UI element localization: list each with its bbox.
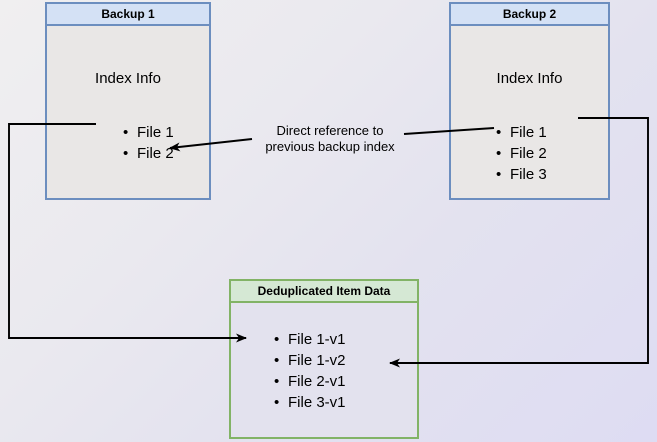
backup-2-index-info-label: Index Info — [496, 70, 563, 87]
backup-2-body: Index Info File 1 File 2 File 3 — [451, 26, 608, 198]
backup-1-file-list: File 1 File 2 — [123, 122, 174, 164]
direct-reference-label-line-1: Direct reference to — [276, 123, 384, 138]
list-item: File 2-v1 — [274, 371, 346, 392]
list-item: File 1-v1 — [274, 329, 346, 350]
list-item: File 2 — [496, 143, 547, 164]
list-item: File 3 — [496, 164, 547, 185]
deduplicated-item-data-body: File 1-v1 File 1-v2 File 2-v1 File 3-v1 — [231, 303, 417, 437]
backup-1-index-info-label: Index Info — [95, 70, 161, 87]
backup-1-header: Backup 1 — [47, 4, 209, 26]
list-item: File 1 — [123, 122, 174, 143]
deduplicated-item-data-header: Deduplicated Item Data — [231, 281, 417, 303]
backup-2-header: Backup 2 — [451, 4, 608, 26]
list-item: File 1 — [496, 122, 547, 143]
backup-1-box: Backup 1 Index Info File 1 File 2 — [45, 2, 211, 200]
direct-reference-label-line-2: previous backup index — [265, 139, 395, 154]
backup-2-box: Backup 2 Index Info File 1 File 2 File 3 — [449, 2, 610, 200]
backup-2-file-list: File 1 File 2 File 3 — [496, 122, 547, 185]
list-item: File 1-v2 — [274, 350, 346, 371]
list-item: File 3-v1 — [274, 392, 346, 413]
deduplicated-item-data-box: Deduplicated Item Data File 1-v1 File 1-… — [229, 279, 419, 439]
direct-reference-label: Direct reference to previous backup inde… — [255, 123, 405, 155]
list-item: File 2 — [123, 143, 174, 164]
dedup-file-list: File 1-v1 File 1-v2 File 2-v1 File 3-v1 — [274, 329, 346, 413]
backup-1-body: Index Info File 1 File 2 — [47, 26, 209, 198]
